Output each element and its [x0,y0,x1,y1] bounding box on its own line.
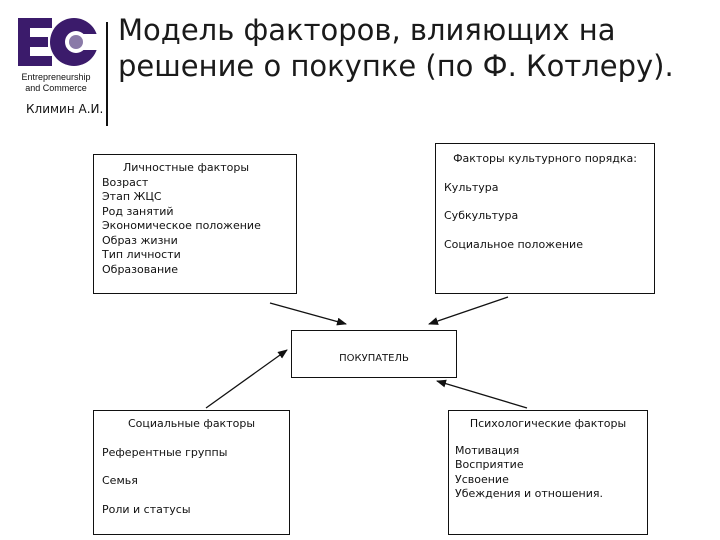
personal-factor-item: Образ жизни [102,233,178,247]
social-factor-item: Роли и статусы [102,502,191,516]
personal-factor-item: Род занятий [102,204,174,218]
arrow-personal-to-buyer [269,302,347,326]
cultural-factors-box: Факторы культурного порядка: Культура Су… [435,143,655,294]
social-factor-item: Семья [102,474,138,487]
arrow-social-to-buyer [205,349,288,409]
title-line-1: Модель факторов, влияющих на [118,13,616,47]
buyer-box: ПОКУПАТЕЛЬ [291,330,457,378]
social-factor-item: Референтные группы [102,445,228,459]
psychological-factor-item: Мотивация [455,443,520,457]
arrow-psych-to-buyer [436,379,528,409]
author-name: Климин А.И. [26,102,104,116]
psychological-factor-item: Восприятие [455,458,524,471]
buyer-label: ПОКУПАТЕЛЬ [339,353,409,364]
logo-line-1: Entrepreneurship [21,72,91,82]
arrow-cultural-to-buyer [428,296,509,325]
personal-factor-item: Возраст [102,175,149,189]
personal-factors-box: Личностные факторы Возраст Этап ЖЦС Род … [93,154,297,294]
cultural-factor-item: Субкультура [444,209,519,222]
personal-factor-item: Этап ЖЦС [102,190,162,203]
cultural-factor-item: Культура [444,180,499,194]
cultural-factor-item: Социальное положение [444,237,583,251]
social-factors-box: Социальные факторы Референтные группы Се… [93,410,290,535]
logo: Entrepreneurship and Commerce [10,14,102,94]
personal-factor-item: Экономическое положение [102,219,261,232]
social-factors-title: Социальные факторы [127,417,256,430]
personal-factors-title: Личностные факторы [123,161,250,174]
psychological-factor-item: Убеждения и отношения. [455,487,603,500]
title-line-2: решение о покупке (по Ф. Котлеру). [118,49,674,83]
logo-line-2: and Commerce [25,83,87,93]
page-title: Модель факторов, влияющих на решение о п… [118,12,708,84]
title-divider [106,22,108,126]
psychological-factors-title: Психологические факторы [469,417,627,430]
psychological-factor-item: Усвоение [455,472,509,486]
personal-factor-item: Тип личности [102,248,181,261]
psychological-factors-box: Психологические факторы Мотивация Воспри… [448,410,648,535]
cultural-factors-title: Факторы культурного порядка: [453,152,637,165]
personal-factor-item: Образование [102,262,179,276]
ec-logo-icon [18,18,100,66]
